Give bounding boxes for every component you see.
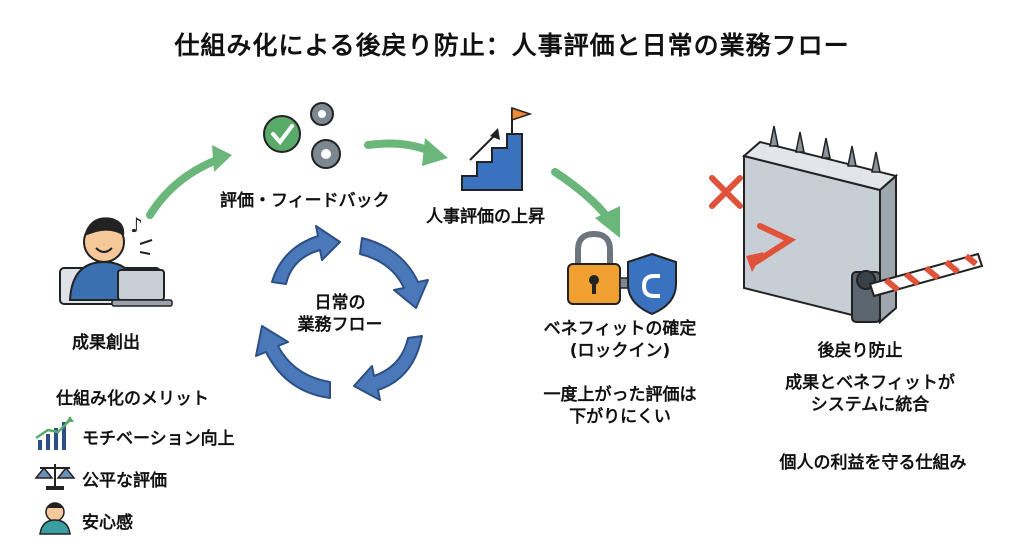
balance-scale-icon [34,464,76,490]
label-benefit-desc-line2: 下がりにくい [569,407,671,427]
label-result-creation: 成果創出 [72,333,140,353]
arrow-result-to-eval [146,154,226,219]
person-icon [39,502,71,535]
label-prevent-desc: 成果とベネフィットが システムに統合 [760,372,980,416]
cycle-arrow-right [359,237,429,309]
arrow-result-to-eval-head [212,145,232,172]
cycle-arrow-bottom [353,335,423,401]
label-daily-flow: 日常の 業務フロー [280,292,400,336]
svg-text:♪: ♪ [130,213,143,237]
spiked-wall-icon [741,125,899,325]
merit-label: 安心感 [82,513,133,533]
label-prevent-desc-line2: システムに統合 [810,395,930,415]
label-prevent-desc2: 個人の利益を守る仕組み [779,453,967,473]
label-prevent-desc-line1: 成果とベネフィットが [785,373,955,393]
label-benefit-desc-line1: 一度上がった評価は [543,385,697,405]
label-hr-rating-up: 人事評価の上昇 [426,207,545,227]
person-laptop-icon: ♪ [59,213,173,307]
shield-icon [627,252,677,316]
label-prevent-title: 後戻り防止 [817,341,903,361]
growth-chart-icon [35,416,74,450]
stairs-flag-icon [461,106,533,191]
cycle-arrow-top [271,225,341,285]
merit-label: 公平な評価 [82,471,167,491]
arrow-eval-to-rating-head [422,138,448,166]
barrier-gate-icon [851,252,984,323]
check-gears-icon [263,102,341,169]
label-benefit-desc: 一度上がった評価は 下がりにくい [520,384,720,428]
label-daily-flow-line1: 日常の [314,293,366,313]
red-x-icon [709,175,743,209]
label-benefit-line2: (ロックイン) [569,341,671,361]
cycle-arrows [255,225,429,401]
cycle-arrow-left [255,325,331,399]
arrow-eval-to-rating [364,139,436,156]
merit-label: モチベーション向上 [82,429,235,449]
merits-heading: 仕組み化のメリット [56,389,209,409]
arrow-rating-to-benefit-head [595,206,620,238]
label-daily-flow-line2: 業務フロー [297,315,383,335]
label-benefit: ベネフィットの確定 (ロックイン) [520,318,720,362]
arrow-rating-to-benefit [551,168,612,222]
page-title: 仕組み化による後戻り防止：人事評価と日常の業務フロー [174,31,850,60]
label-evaluation-feedback: 評価・フィードバック [220,191,390,211]
label-benefit-line1: ベネフィットの確定 [543,319,697,339]
